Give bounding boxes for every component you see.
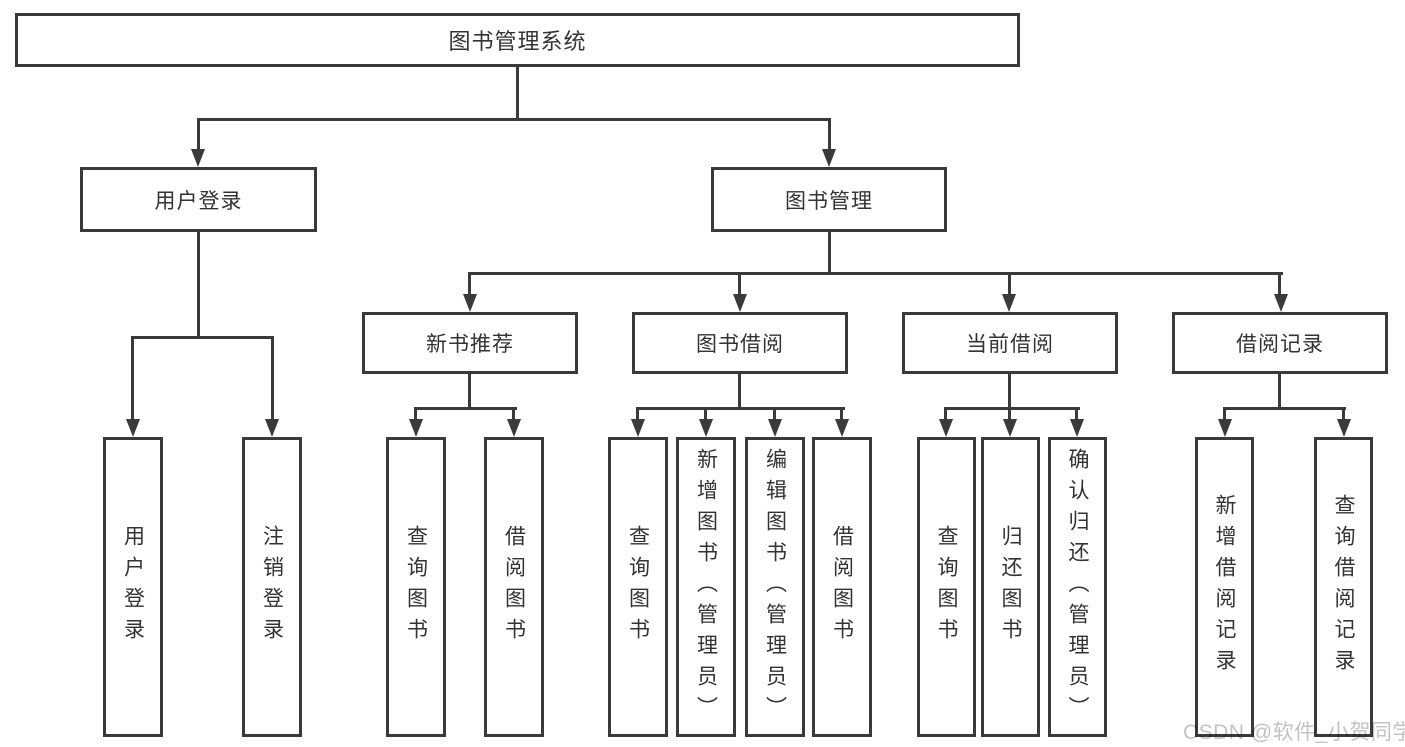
arrow-down-icon — [1337, 419, 1351, 437]
connector-drop-leaf-line — [1008, 407, 1011, 422]
connector-drop-leaf-line — [1342, 407, 1345, 422]
connector-leaf-splitter-line — [944, 407, 1080, 410]
connector-drop-book-management-line — [828, 118, 831, 152]
connector-leaf-splitter-line — [414, 407, 517, 410]
arrow-down-icon — [126, 419, 140, 437]
connector-drop-leaf-line — [468, 272, 471, 296]
arrow-down-icon — [631, 419, 645, 437]
leaf-add-book-admin: 新增图书（管理员） — [676, 437, 736, 737]
arrow-down-icon — [1003, 419, 1017, 437]
connector-drop-leaf-line — [271, 336, 274, 422]
arrow-down-icon — [835, 419, 849, 437]
node-current-borrowing: 当前借阅 — [902, 312, 1118, 374]
watermark-text: CSDN @软件_小贺同学 — [1183, 721, 1405, 744]
connector-drop-leaf-line — [1075, 407, 1078, 422]
connector-drop-user-login-line — [197, 118, 200, 152]
connector-user-login-splitter-line — [131, 336, 274, 339]
connector-level2-splitter-line — [197, 118, 831, 121]
connector-feed-line — [1008, 374, 1011, 410]
node-book-management: 图书管理 — [711, 167, 947, 232]
arrow-down-icon — [939, 419, 953, 437]
node-borrowing-records: 借阅记录 — [1172, 312, 1388, 374]
connector-drop-leaf-line — [636, 407, 639, 422]
connector-drop-leaf-line — [414, 407, 417, 422]
arrow-down-icon — [1274, 294, 1288, 312]
arrow-down-icon — [822, 149, 836, 167]
leaf-borrow-books-borrowing: 借阅图书 — [812, 437, 872, 737]
leaf-query-borrow-record: 查询借阅记录 — [1314, 437, 1373, 737]
arrow-down-icon — [768, 419, 782, 437]
leaf-query-books-borrowing: 查询图书 — [608, 437, 668, 737]
connector-root-feed-line — [516, 67, 519, 121]
connector-book-management-feed-line — [828, 232, 831, 275]
arrow-down-icon — [265, 419, 279, 437]
leaf-confirm-return-admin: 确认归还（管理员） — [1048, 437, 1107, 737]
arrow-down-icon — [463, 294, 477, 312]
connector-leaf-splitter-line — [636, 407, 845, 410]
connector-level3-splitter-line — [468, 272, 1283, 275]
arrow-down-icon — [1002, 294, 1016, 312]
arrow-down-icon — [1218, 419, 1232, 437]
node-user-login: 用户登录 — [80, 167, 317, 232]
leaf-logout: 注销登录 — [242, 437, 302, 737]
leaf-borrow-books-recommend: 借阅图书 — [484, 437, 544, 737]
node-new-book-recommendation: 新书推荐 — [362, 312, 578, 374]
connector-feed-line — [1278, 374, 1281, 410]
connector-user-login-feed-line — [197, 232, 200, 339]
connector-drop-leaf-line — [773, 407, 776, 422]
arrow-down-icon — [507, 419, 521, 437]
node-root-book-management-system: 图书管理系统 — [15, 13, 1020, 67]
arrow-down-icon — [699, 419, 713, 437]
connector-drop-leaf-line — [840, 407, 843, 422]
leaf-user-login: 用户登录 — [103, 437, 163, 737]
leaf-query-books-recommend: 查询图书 — [386, 437, 446, 737]
arrow-down-icon — [733, 294, 747, 312]
connector-drop-leaf-line — [704, 407, 707, 422]
connector-drop-leaf-line — [512, 407, 515, 422]
connector-drop-leaf-line — [1223, 407, 1226, 422]
arrow-down-icon — [1070, 419, 1084, 437]
connector-drop-leaf-line — [1008, 272, 1011, 296]
connector-drop-leaf-line — [738, 272, 741, 296]
arrow-down-icon — [409, 419, 423, 437]
connector-feed-line — [738, 374, 741, 410]
leaf-add-borrow-record: 新增借阅记录 — [1195, 437, 1254, 737]
arrow-down-icon — [191, 149, 205, 167]
connector-feed-line — [468, 374, 471, 410]
leaf-edit-book-admin: 编辑图书（管理员） — [745, 437, 805, 737]
leaf-query-books-current: 查询图书 — [917, 437, 976, 737]
connector-drop-leaf-line — [131, 336, 134, 422]
node-book-borrowing: 图书借阅 — [632, 312, 848, 374]
connector-drop-leaf-line — [1278, 272, 1281, 296]
connector-leaf-splitter-line — [1223, 407, 1346, 410]
leaf-return-book: 归还图书 — [981, 437, 1040, 737]
connector-drop-leaf-line — [944, 407, 947, 422]
